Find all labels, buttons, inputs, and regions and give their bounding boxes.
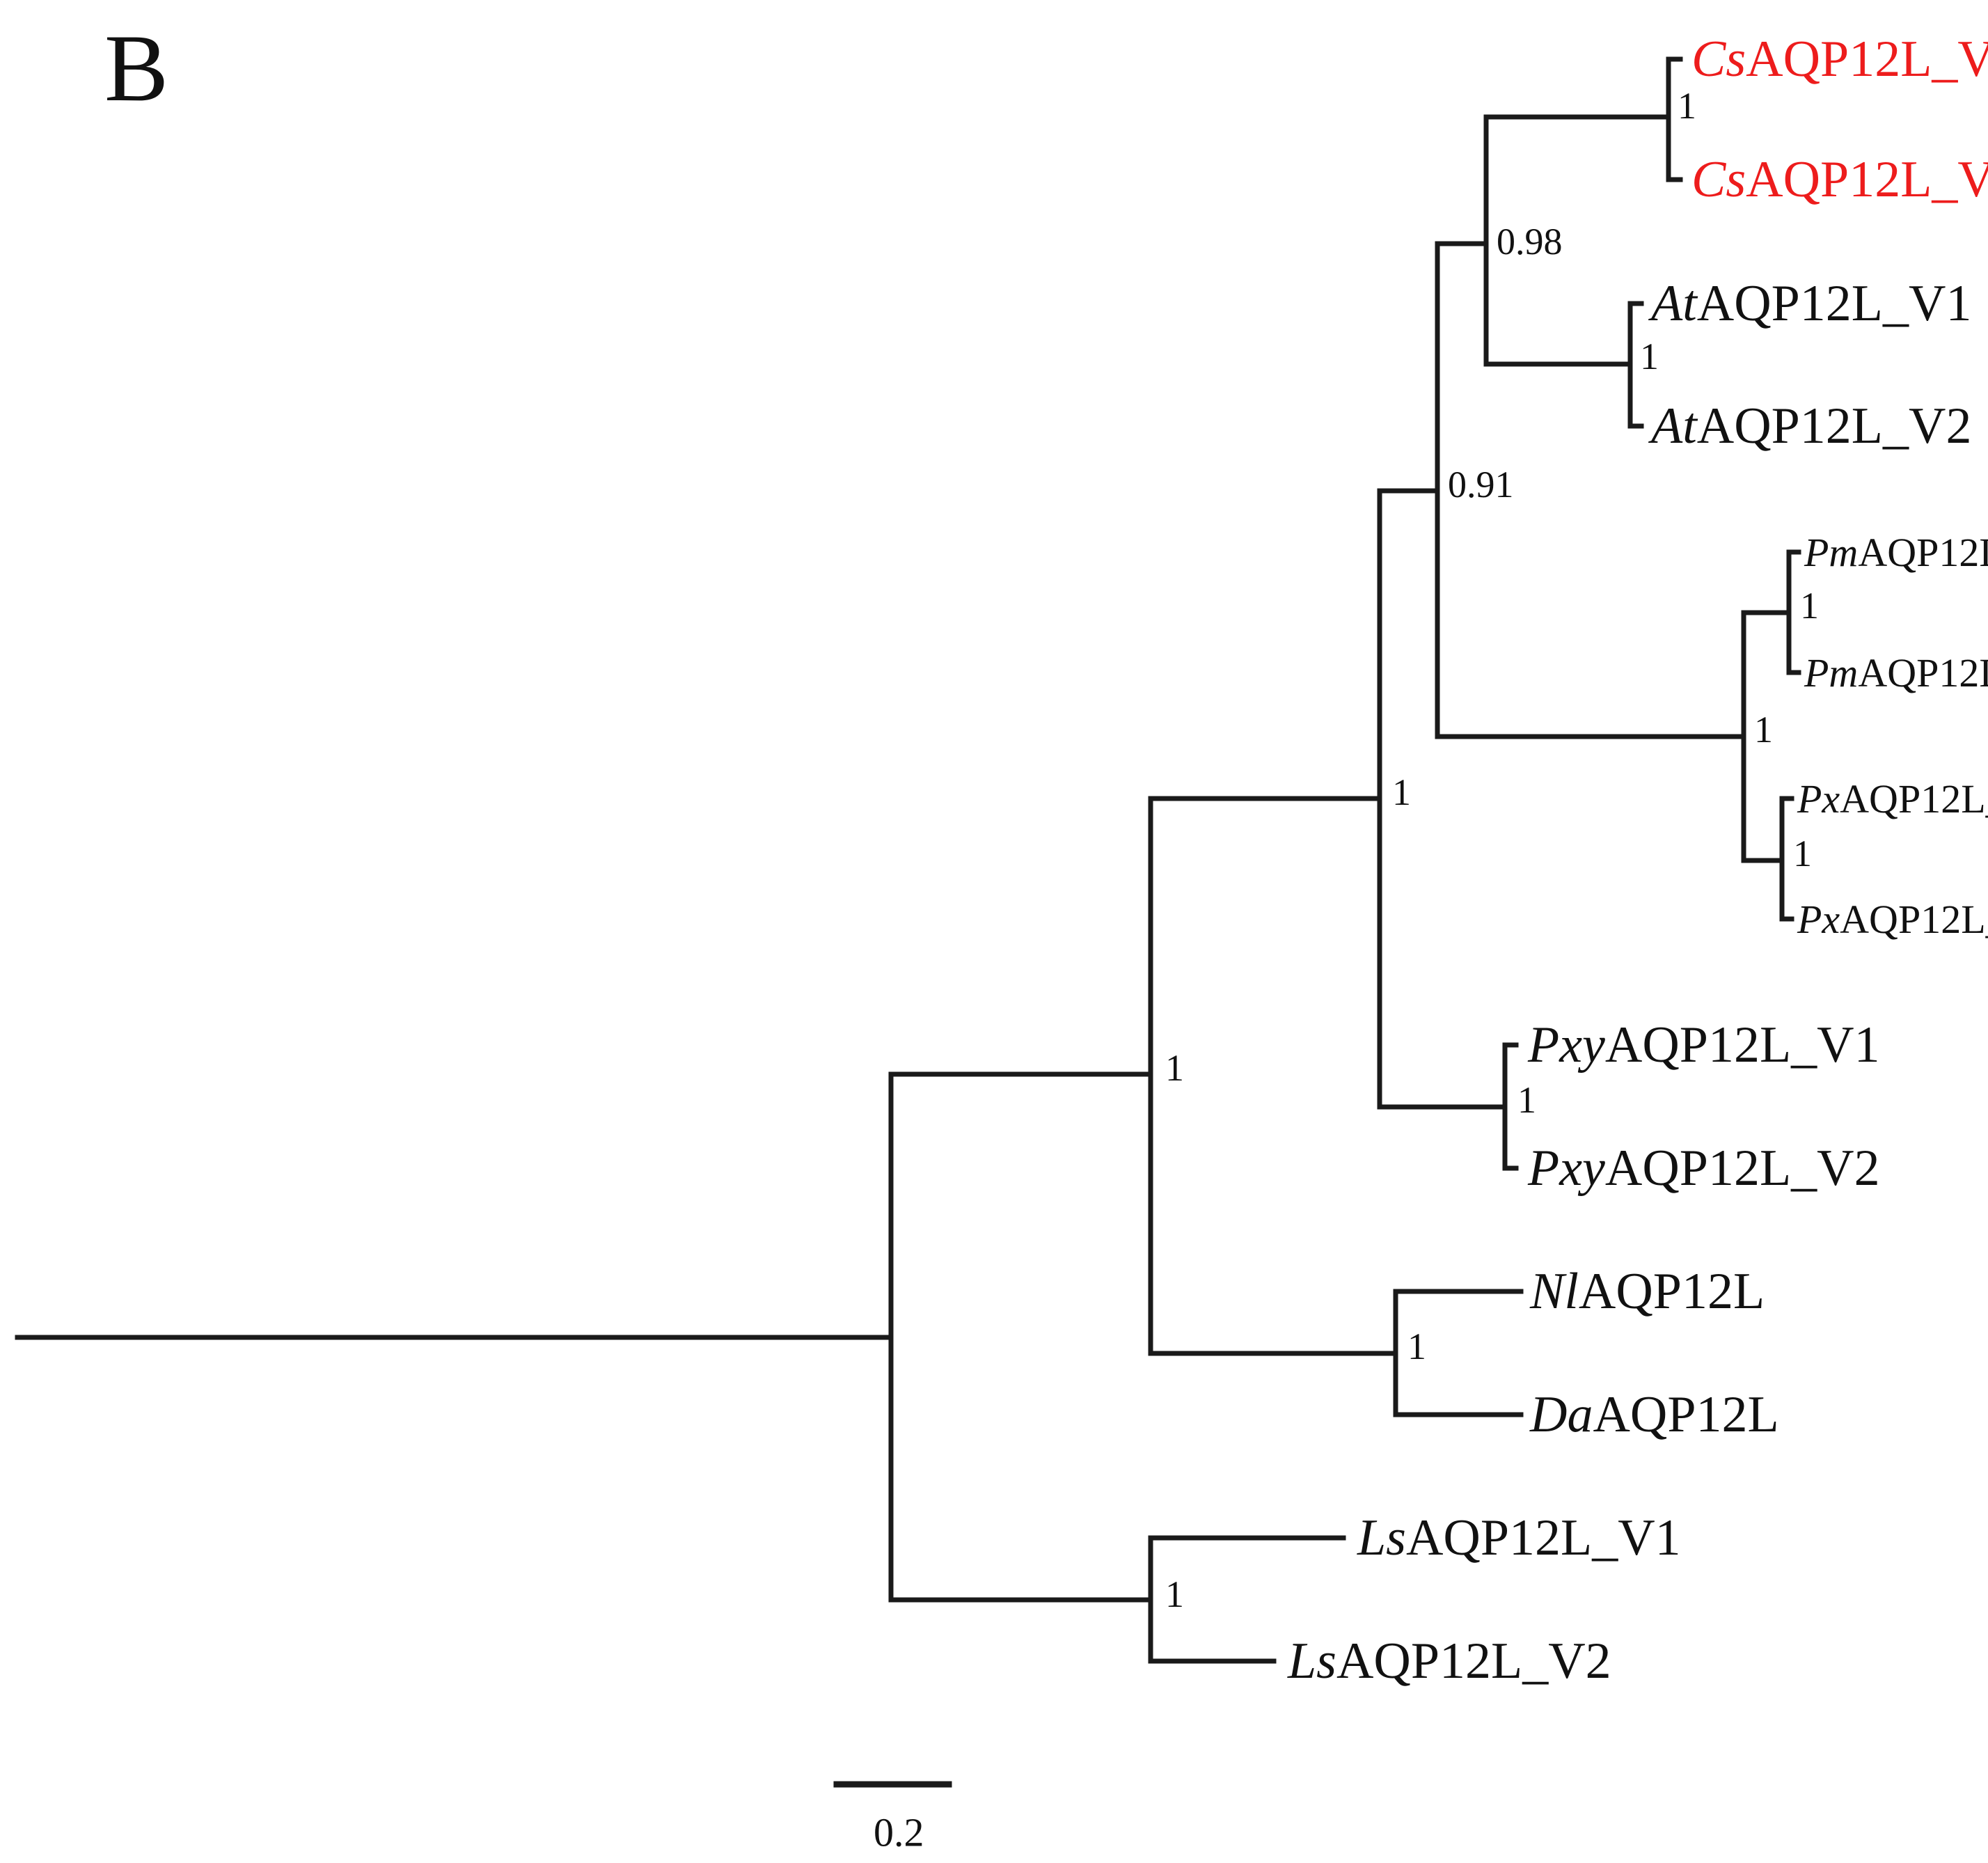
tip-label-LsAQP12L_V1: LsAQP12L_V1 xyxy=(1357,1509,1681,1566)
support-value: 1 xyxy=(1165,1047,1184,1089)
tip-label-CsAQP12L_V1: CsAQP12L_V1 xyxy=(1691,31,1988,88)
support-value: 1 xyxy=(1165,1573,1184,1615)
tip-label-PxAQP12L_V1: PxAQP12L_V1 xyxy=(1797,776,1988,822)
panel-label: B xyxy=(104,15,169,121)
support-value: 0.91 xyxy=(1448,464,1514,505)
support-value: 1 xyxy=(1678,85,1696,127)
support-value: 1 xyxy=(1754,709,1773,750)
tip-label-NlAQP12L: NlAQP12L xyxy=(1529,1263,1765,1320)
tip-label-DaAQP12L: DaAQP12L xyxy=(1529,1386,1779,1443)
support-value: 0.98 xyxy=(1497,221,1563,262)
tip-label-PxyAQP12L_V1: PxyAQP12L_V1 xyxy=(1527,1016,1880,1074)
tip-label-PmAQP12L_V2: PmAQP12L_V2 xyxy=(1804,650,1988,695)
tip-label-LsAQP12L_V2: LsAQP12L_V2 xyxy=(1287,1633,1611,1690)
support-value: 1 xyxy=(1640,336,1659,377)
tip-label-CsAQP12L_V2: CsAQP12L_V2 xyxy=(1691,151,1988,208)
tip-label-PxyAQP12L_V2: PxyAQP12L_V2 xyxy=(1527,1140,1880,1197)
support-value: 1 xyxy=(1517,1079,1536,1121)
support-value: 1 xyxy=(1800,585,1819,627)
support-value: 1 xyxy=(1392,771,1411,813)
support-value: 1 xyxy=(1407,1326,1426,1367)
support-value: 1 xyxy=(1793,833,1812,874)
scale-bar-label: 0.2 xyxy=(874,1810,924,1855)
tip-label-AtAQP12L_V1: AtAQP12L_V1 xyxy=(1648,275,1971,332)
tip-label-PxAQP12L_V2: PxAQP12L_V2 xyxy=(1797,897,1988,942)
tip-label-PmAQP12L_V1: PmAQP12L_V1 xyxy=(1804,530,1988,575)
tip-label-AtAQP12L_V2: AtAQP12L_V2 xyxy=(1648,398,1971,455)
